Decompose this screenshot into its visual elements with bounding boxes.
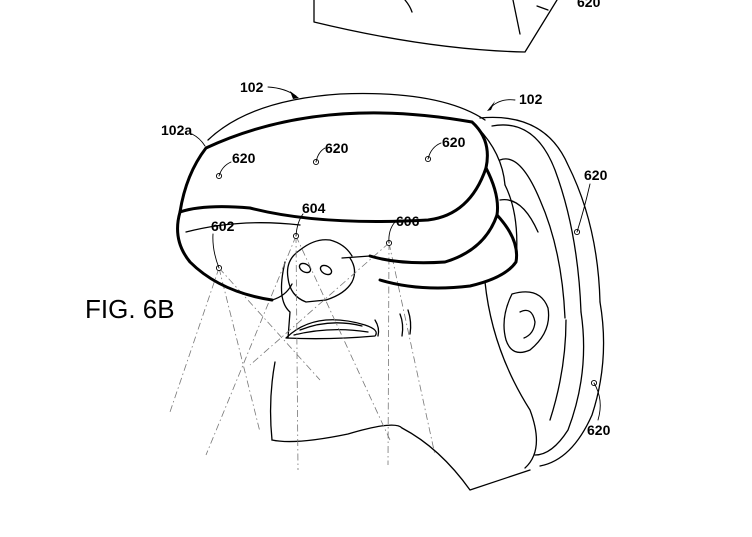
label-606: 606 [396,213,420,229]
arrowheads [290,91,495,111]
label-102-arrow-right: 102 [519,91,543,107]
head-strap [479,116,605,467]
figure-caption: FIG. 6B [85,294,175,324]
user-head [269,239,550,491]
label-620-strap-upper: 620 [584,167,608,183]
label-102-arrow-left: 102 [240,79,264,95]
hmd-device [176,92,519,302]
label-620-led-2: 620 [325,140,349,156]
label-620-top: 620 [577,0,601,10]
label-602: 602 [211,218,235,234]
label-620-led-3: 620 [442,134,466,150]
label-102a: 102a [161,122,192,138]
leader-lines [191,86,601,421]
sensor-rays [169,235,436,471]
previous-figure-fragment [313,0,558,53]
component-markers [215,155,598,387]
label-620-strap-lower: 620 [587,422,611,438]
label-604: 604 [302,200,326,216]
label-620-led-1: 620 [232,150,256,166]
